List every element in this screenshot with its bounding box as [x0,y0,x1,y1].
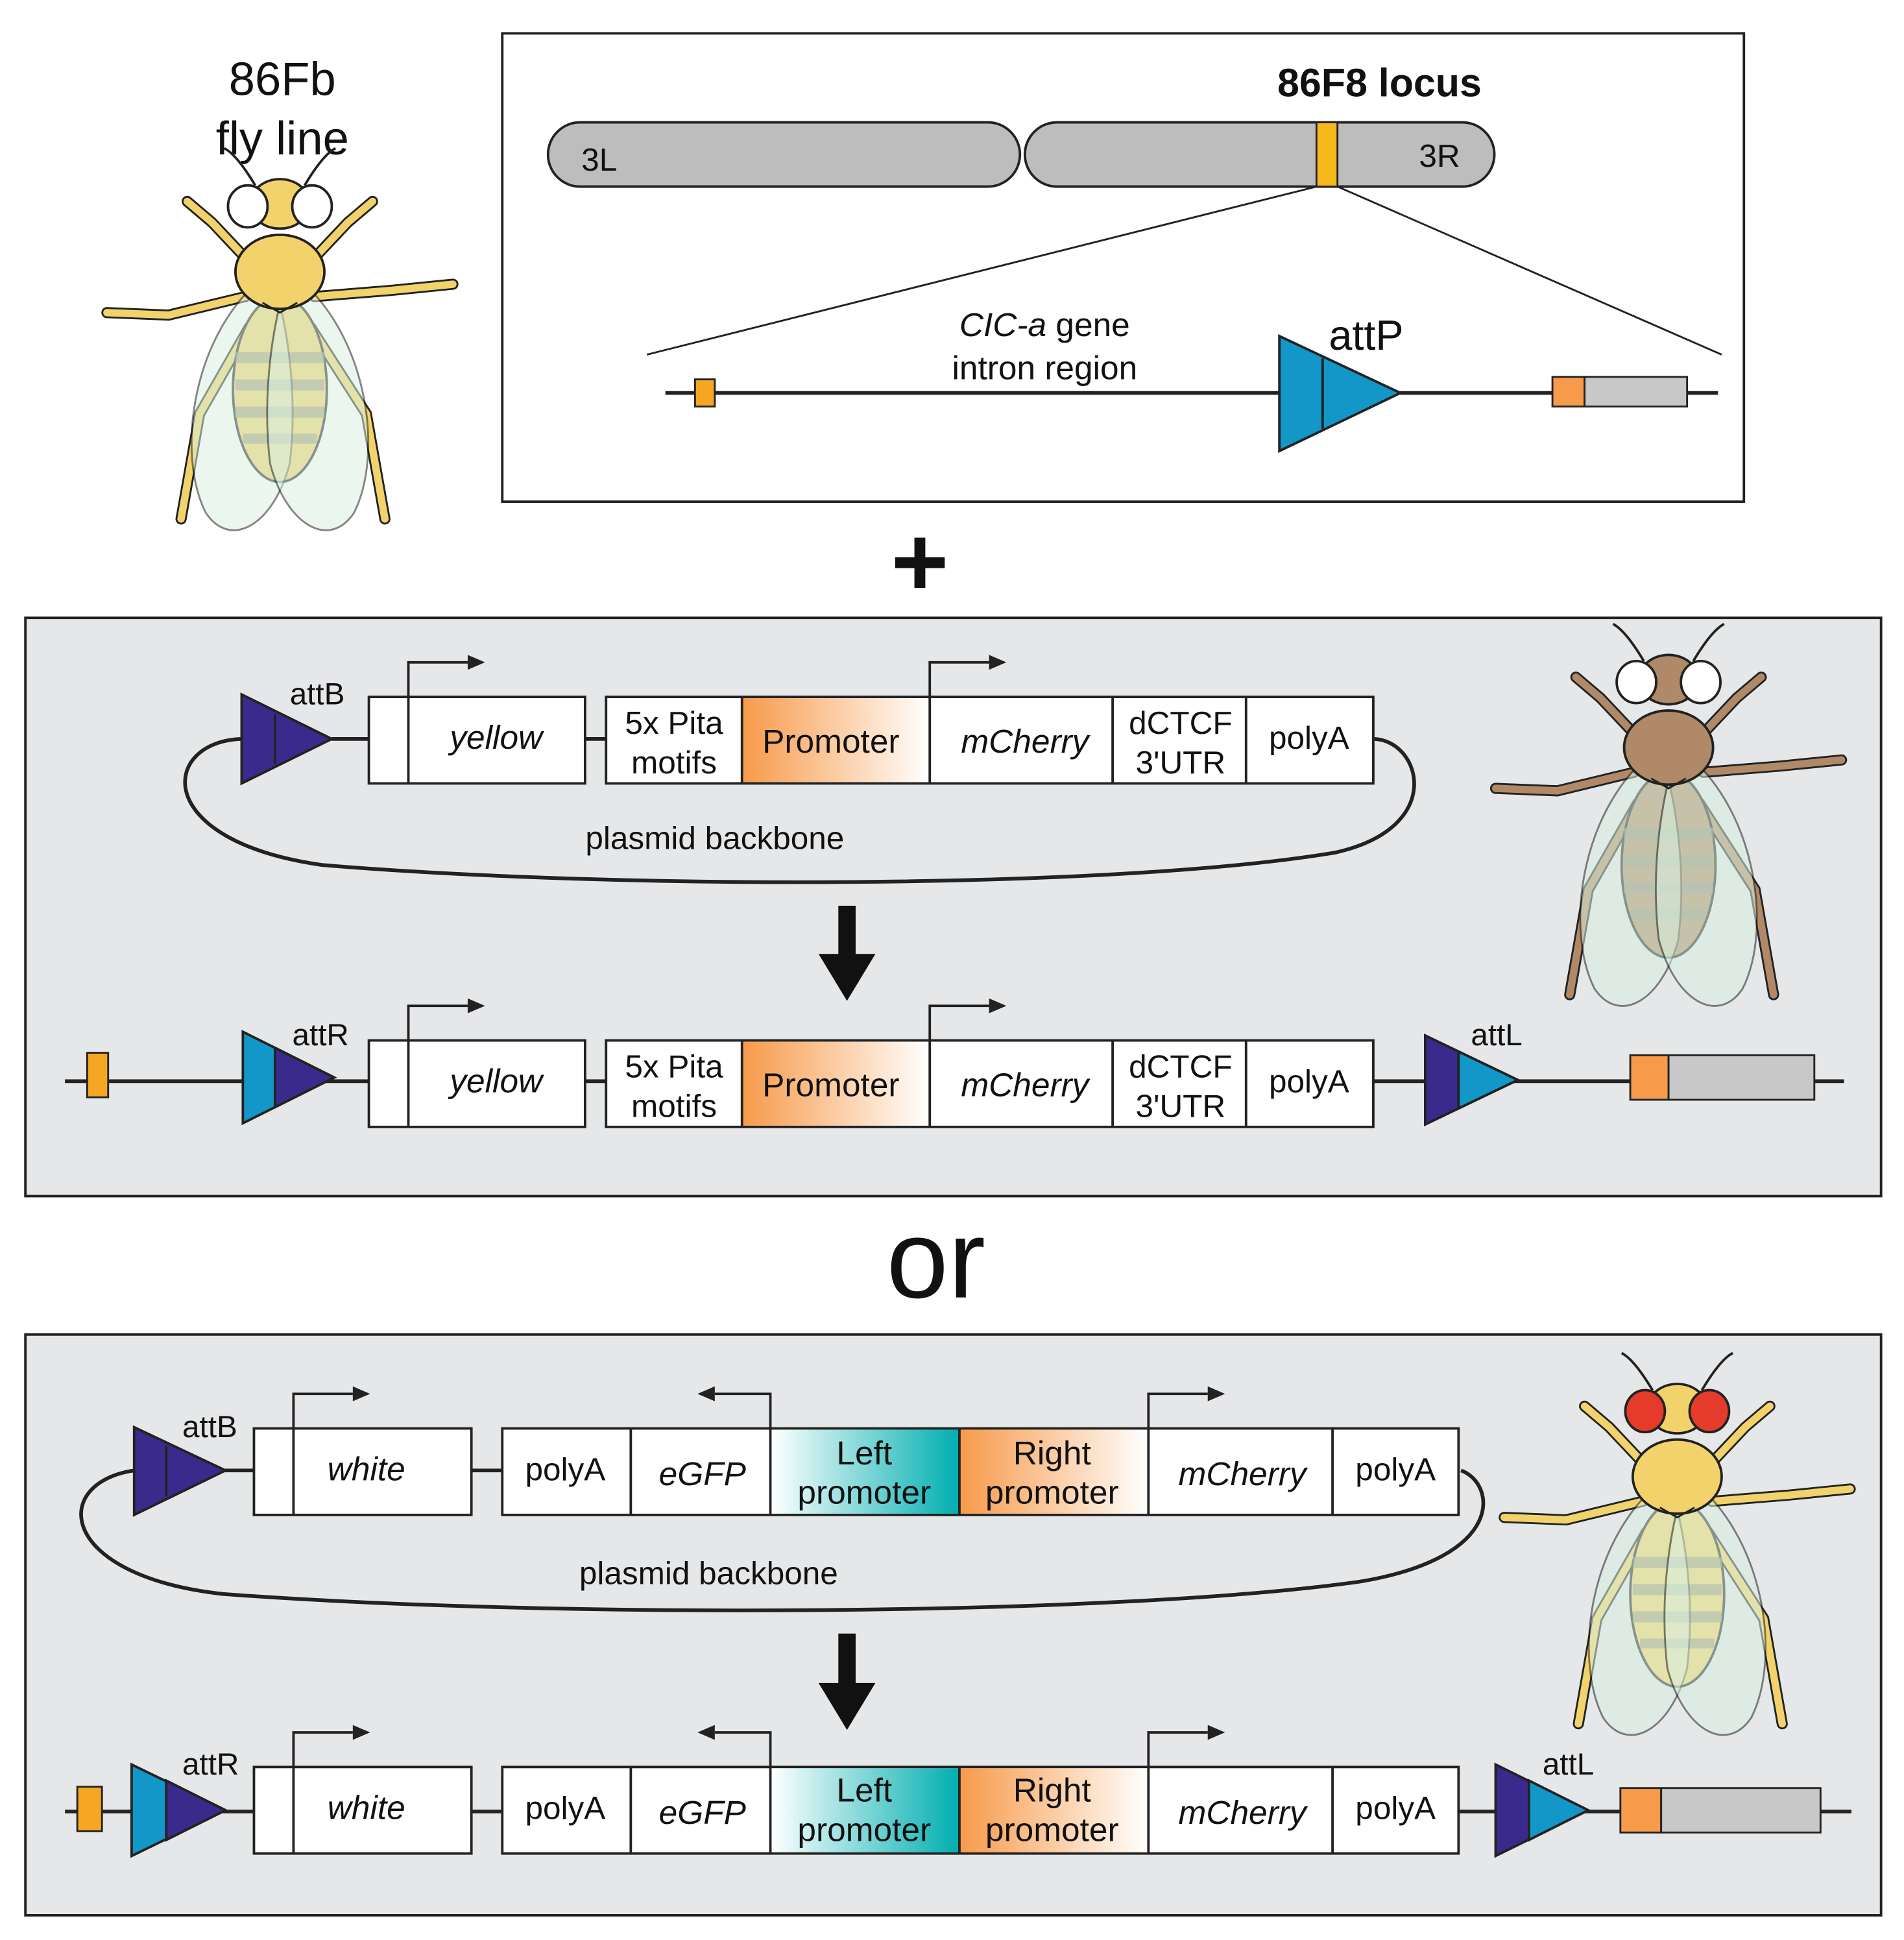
polyA-left-label: polyA [525,1452,605,1488]
egfp-label-int: eGFP [659,1793,746,1831]
arm-3R-label: 3R [1419,138,1460,174]
mcherry-label-int-b: mCherry [1179,1793,1308,1831]
egfp-promoter-arrow [714,1392,772,1429]
white-marker-label-int: white [328,1788,405,1826]
chromosome-arm-3L [546,121,1022,188]
fly-line-name: 86Fb [229,53,336,106]
integration-arrow-a [838,905,856,958]
zoom-line-right [1337,186,1722,356]
mcherry-label-b: mCherry [1179,1455,1308,1492]
locus-box [501,32,1746,503]
exon-small [693,378,716,407]
mcherry-label-int-a: mCherry [961,1065,1091,1103]
locus-band [1315,121,1339,188]
attB-site-a [240,692,335,786]
left-promoter-label-int-2: promoter [797,1811,931,1849]
exon-orange-a [1629,1054,1670,1101]
promoter-label-a: Promoter [762,722,899,760]
ctcf-label-int-1: dCTCF [1129,1049,1233,1085]
attR-label-a: attR [293,1018,349,1052]
gene-name: CIC-a gene [959,306,1130,343]
pita-label-int-2: motifs [631,1089,717,1124]
locus-title: 86F8 locus [1277,61,1482,105]
yellow-marker-box [367,696,586,785]
right-promoter-label-int-1: Right [1013,1771,1091,1809]
egfp-label: eGFP [659,1455,746,1492]
backbone-label-b: plasmid backbone [579,1556,838,1592]
red-eyed-fly-icon: #rf .fb{fill:#f2d36b} #rf .fc{stroke:#f2… [1499,1352,1856,1736]
yellow-promoter-arrow [407,661,468,697]
ctcf-label-int-2: 3'UTR [1135,1089,1225,1124]
attL-label-a: attL [1471,1018,1522,1052]
white-marker-box [252,1427,473,1516]
mcherry-label-a: mCherry [961,722,1091,760]
backbone-label-a: plasmid backbone [585,820,844,856]
white-promoter-arrow [292,1392,353,1429]
attR-label-b: attR [182,1747,239,1782]
right-promoter-fill [959,1429,1149,1514]
mcherry-promoter-arrow [928,661,989,697]
chromosome-arm-3R [1023,121,1496,188]
pita-label-2: motifs [631,745,717,781]
attL-label-b: attL [1543,1747,1594,1782]
zoom-line-left [646,186,1317,356]
plus-sign: + [891,507,948,617]
attB-label-b: attB [182,1410,237,1444]
exon-small-b [76,1786,103,1832]
exon-grey-b [1660,1787,1822,1834]
integration-arrow-b [838,1633,856,1686]
yellow-fly-icon: #yf .fb{fill:#f2d36b} #yf .fc{stroke:#f2… [101,147,459,531]
left-promoter-fill [770,1429,959,1514]
attP-label: attP [1329,311,1403,359]
attB-site-b [132,1425,229,1517]
exon-grey-a [1667,1054,1816,1101]
left-promoter-label-2: promoter [797,1473,931,1511]
promoter-label-int-a: Promoter [762,1065,899,1103]
yellow-marker-label: yellow [448,718,544,756]
exon-orange-b [1619,1787,1663,1834]
yellow-marker-label-int: yellow [448,1062,544,1100]
mcherry-promoter-arrow-b [1147,1392,1208,1429]
intron-label: intron region [952,349,1137,387]
right-promoter-label-int-2: promoter [985,1811,1119,1849]
plasmid-backbone-a [183,737,1416,884]
promoter-fill-a [741,698,930,782]
polyA-right-label: polyA [1355,1452,1436,1488]
polyA-right-label-int: polyA [1355,1790,1436,1826]
polyA-label-a: polyA [1269,720,1349,756]
yellow-marker-box-int [367,1039,586,1128]
left-promoter-label-int-1: Left [836,1771,892,1809]
attP-site [1278,334,1404,454]
polyA-label-int-a: polyA [1269,1064,1349,1100]
brown-fly-icon: #bf .fb{fill:#b08a68} #bf .fc{stroke:#b0… [1489,623,1848,1007]
pita-label-1: 5x Pita [625,705,723,741]
arm-3L-label: 3L [581,142,617,178]
white-marker-box-int [252,1765,473,1855]
exon-grey [1584,376,1689,407]
attB-label-a: attB [290,677,345,712]
right-promoter-label-1: Right [1013,1434,1091,1472]
white-marker-label: white [328,1450,405,1488]
ctcf-label-1: dCTCF [1129,705,1233,741]
exon-small-a [86,1052,110,1098]
right-promoter-label-2: promoter [985,1473,1119,1511]
pita-label-int-1: 5x Pita [625,1049,723,1085]
or-label: or [887,1198,985,1322]
plasmid-backbone-b [79,1468,1486,1612]
left-promoter-label-1: Left [836,1434,892,1472]
ctcf-label-2: 3'UTR [1135,745,1225,781]
exon-orange [1551,376,1586,407]
polyA-left-label-int: polyA [525,1790,605,1826]
